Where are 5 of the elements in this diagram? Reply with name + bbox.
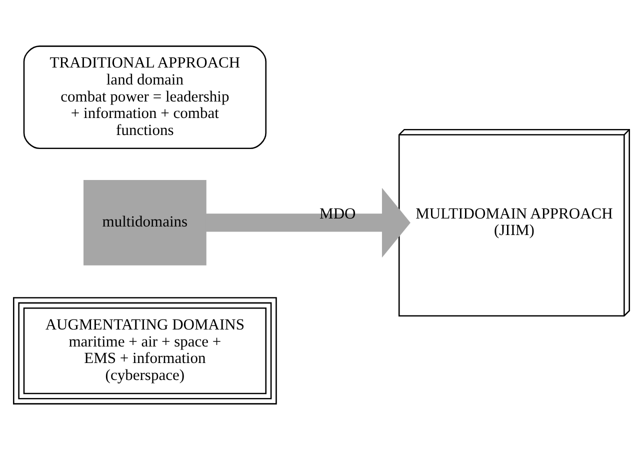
arrow	[206, 188, 410, 258]
node-box: multidomains	[84, 180, 206, 266]
node-box: AUGMENTATING DOMAINS maritime + air + space + EMS + information (cyberspace)	[13, 297, 277, 404]
node-box: TRADITIONAL APPROACH land domain combat power = leadership + information + combat functions	[23, 46, 267, 149]
edge-label: MDO	[320, 205, 356, 222]
